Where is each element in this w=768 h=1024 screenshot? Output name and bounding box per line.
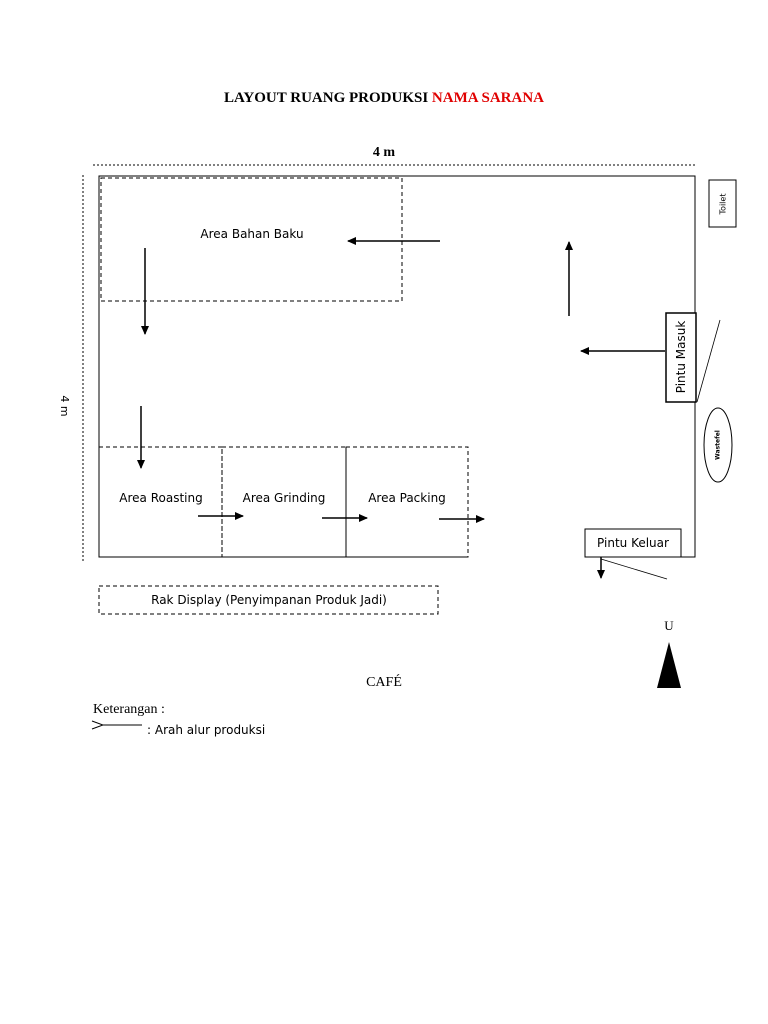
area-packing	[345, 446, 469, 558]
pintu-keluar-label: Pintu Keluar	[597, 536, 669, 550]
area-packing-label: Area Packing	[368, 491, 446, 505]
width-dimension-label: 4 m	[373, 145, 396, 160]
area-bahan-baku-label: Area Bahan Baku	[200, 227, 303, 241]
area-grinding-label: Area Grinding	[243, 491, 326, 505]
page-title: LAYOUT RUANG PRODUKSI NAMA SARANA	[224, 90, 544, 106]
pintu-keluar-box	[584, 528, 682, 558]
toilet-label: Toilet	[719, 194, 728, 216]
pintu-masuk-swing	[696, 319, 721, 403]
wastafel-shape	[703, 407, 733, 483]
toilet-box	[708, 179, 737, 228]
rak-display-label: Rak Display (Penyimpanan Produk Jadi)	[151, 593, 387, 607]
cafe-label: CAFÉ	[366, 673, 402, 690]
north-arrow-icon	[657, 642, 681, 688]
rak-display	[98, 585, 439, 615]
pintu-masuk-label: Pintu Masuk	[674, 321, 688, 394]
height-dimension-label: 4 m	[58, 395, 71, 416]
wastafel-label: Wastefel	[715, 430, 722, 460]
compass-label: U	[664, 618, 674, 633]
legend-title: Keterangan :	[93, 702, 165, 717]
pintu-masuk-box	[665, 312, 697, 403]
area-bahan-baku	[100, 177, 403, 302]
pintu-keluar-swing	[600, 558, 668, 580]
area-roasting-label: Area Roasting	[119, 491, 202, 505]
legend-arrow-description: : Arah alur produksi	[147, 723, 265, 737]
